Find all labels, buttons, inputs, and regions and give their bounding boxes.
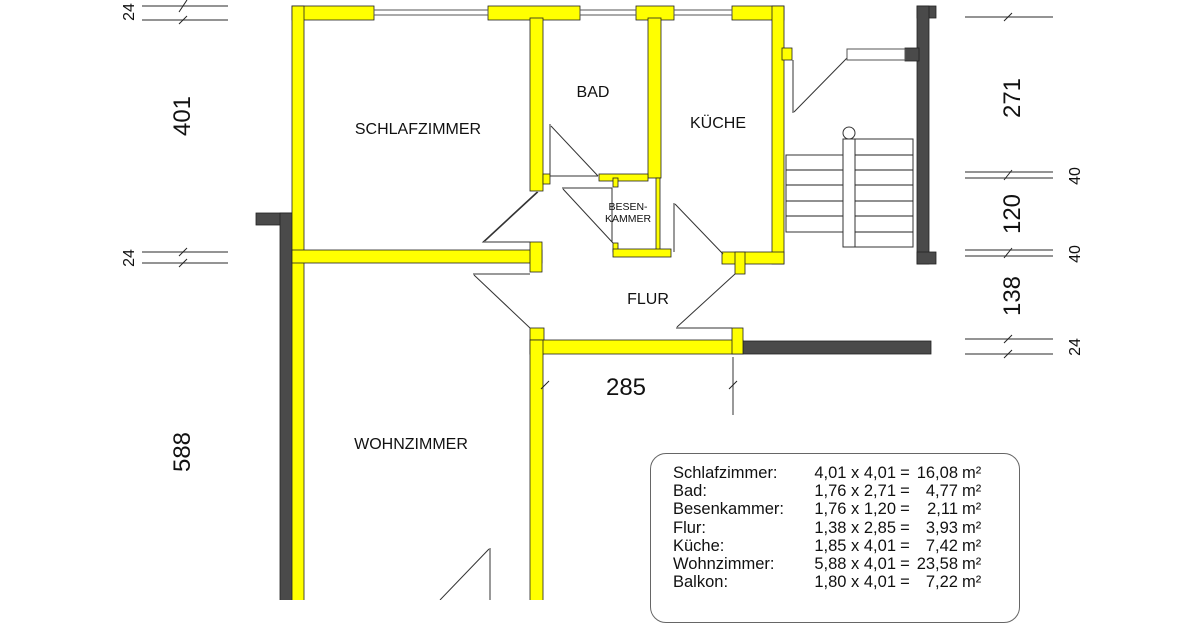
floor-plan: .y { fill:#ffff00; stroke:#222; stroke-w… (121, 0, 1084, 600)
dim-left-top-wall: 24 (121, 3, 138, 21)
dim-right-stair: 120 (999, 194, 1026, 234)
area-row-unit: m² (962, 555, 982, 574)
area-row-besenkammer: Besenkammer: 1,76 x 1,20 = 2,11 m² (673, 500, 1019, 518)
area-row-value: 23,58 (916, 555, 958, 574)
area-row-name: Besenkammer: (673, 500, 784, 519)
area-row-unit: m² (962, 482, 982, 501)
room-label-kueche: KÜCHE (690, 114, 746, 132)
area-table: Schlafzimmer: 4,01 x 4,01 = 16,08 m² Bad… (650, 453, 1020, 623)
area-row-flur: Flur: 1,38 x 2,85 = 3,93 m² (673, 519, 1019, 537)
area-row-unit: m² (962, 500, 982, 519)
area-row-name: Schlafzimmer: (673, 464, 778, 482)
area-row-value: 16,08 (916, 464, 958, 482)
area-row-name: Bad: (673, 482, 707, 501)
dimension-lines-right (965, 12, 1053, 359)
room-label-schlafzimmer: SCHLAFZIMMER (355, 121, 481, 138)
dim-center-flur-width: 285 (606, 374, 646, 401)
dim-right-upper-gap: 40 (1067, 167, 1084, 185)
area-row-value: 2,11 (927, 500, 958, 519)
area-row-value: 4,77 (925, 482, 958, 501)
area-row-eq: = (900, 518, 910, 537)
room-label-wohnzimmer: WOHNZIMMER (354, 436, 468, 453)
area-row-name: Küche: (673, 536, 725, 555)
area-row-unit: m² (962, 518, 982, 537)
room-label-besenkammer-1: BESEN- (608, 201, 648, 213)
area-row-dims: 1,76 x 1,20 (814, 500, 896, 519)
dimension-lines-center (540, 357, 738, 415)
area-row-name: Wohnzimmer: (673, 555, 775, 574)
area-row-dims: 5,88 x 4,01 (814, 555, 896, 574)
area-row-unit: m² (962, 536, 982, 555)
dim-right-kueche: 271 (999, 78, 1026, 118)
area-row-dims: 4,01 x 4,01 (814, 464, 896, 482)
dim-left-wohnzimmer: 588 (169, 432, 196, 472)
area-row-unit: m² (962, 464, 982, 482)
area-row-name: Flur: (673, 518, 706, 537)
room-label-besenkammer-2: KAMMER (605, 213, 652, 225)
staircase (785, 126, 914, 248)
area-row-dims: 1,85 x 4,01 (814, 536, 896, 555)
area-row-bad: Bad: 1,76 x 2,71 = 4,77 m² (673, 482, 1019, 500)
area-row-wohnzimmer: Wohnzimmer: 5,88 x 4,01 = 23,58 m² (673, 555, 1019, 573)
area-row-name: Balkon: (673, 573, 729, 592)
dimension-lines-left (142, 0, 228, 268)
doors (439, 48, 906, 600)
area-row-value: 7,22 (925, 573, 958, 592)
area-row-dims: 1,76 x 2,71 (814, 482, 896, 501)
dim-right-lower-gap: 40 (1067, 245, 1084, 263)
area-row-unit: m² (962, 573, 982, 592)
area-row-kueche: Küche: 1,85 x 4,01 = 7,42 m² (673, 537, 1019, 555)
area-row-balkon: Balkon: 1,80 x 4,01 = 7,22 m² (673, 573, 1019, 591)
area-row-eq: = (900, 573, 910, 592)
area-row-value: 3,93 (925, 518, 958, 537)
area-row-eq: = (900, 536, 910, 555)
area-row-value: 7,42 (925, 536, 958, 555)
area-row-schlafzimmer: Schlafzimmer: 4,01 x 4,01 = 16,08 m² (673, 464, 1019, 482)
area-row-eq: = (900, 500, 910, 519)
dim-right-bottom-wall: 24 (1067, 338, 1084, 356)
dim-left-schlafzimmer: 401 (169, 96, 196, 136)
area-row-eq: = (900, 482, 910, 501)
dim-left-mid-wall: 24 (121, 249, 138, 267)
room-label-bad: BAD (577, 84, 610, 101)
area-row-dims: 1,80 x 4,01 (814, 573, 896, 592)
area-row-eq: = (900, 464, 910, 482)
area-row-dims: 1,38 x 2,85 (814, 518, 896, 537)
interior-walls (291, 5, 793, 600)
room-label-flur: FLUR (627, 291, 669, 308)
dim-right-flur: 138 (999, 276, 1026, 316)
area-row-eq: = (900, 555, 910, 574)
